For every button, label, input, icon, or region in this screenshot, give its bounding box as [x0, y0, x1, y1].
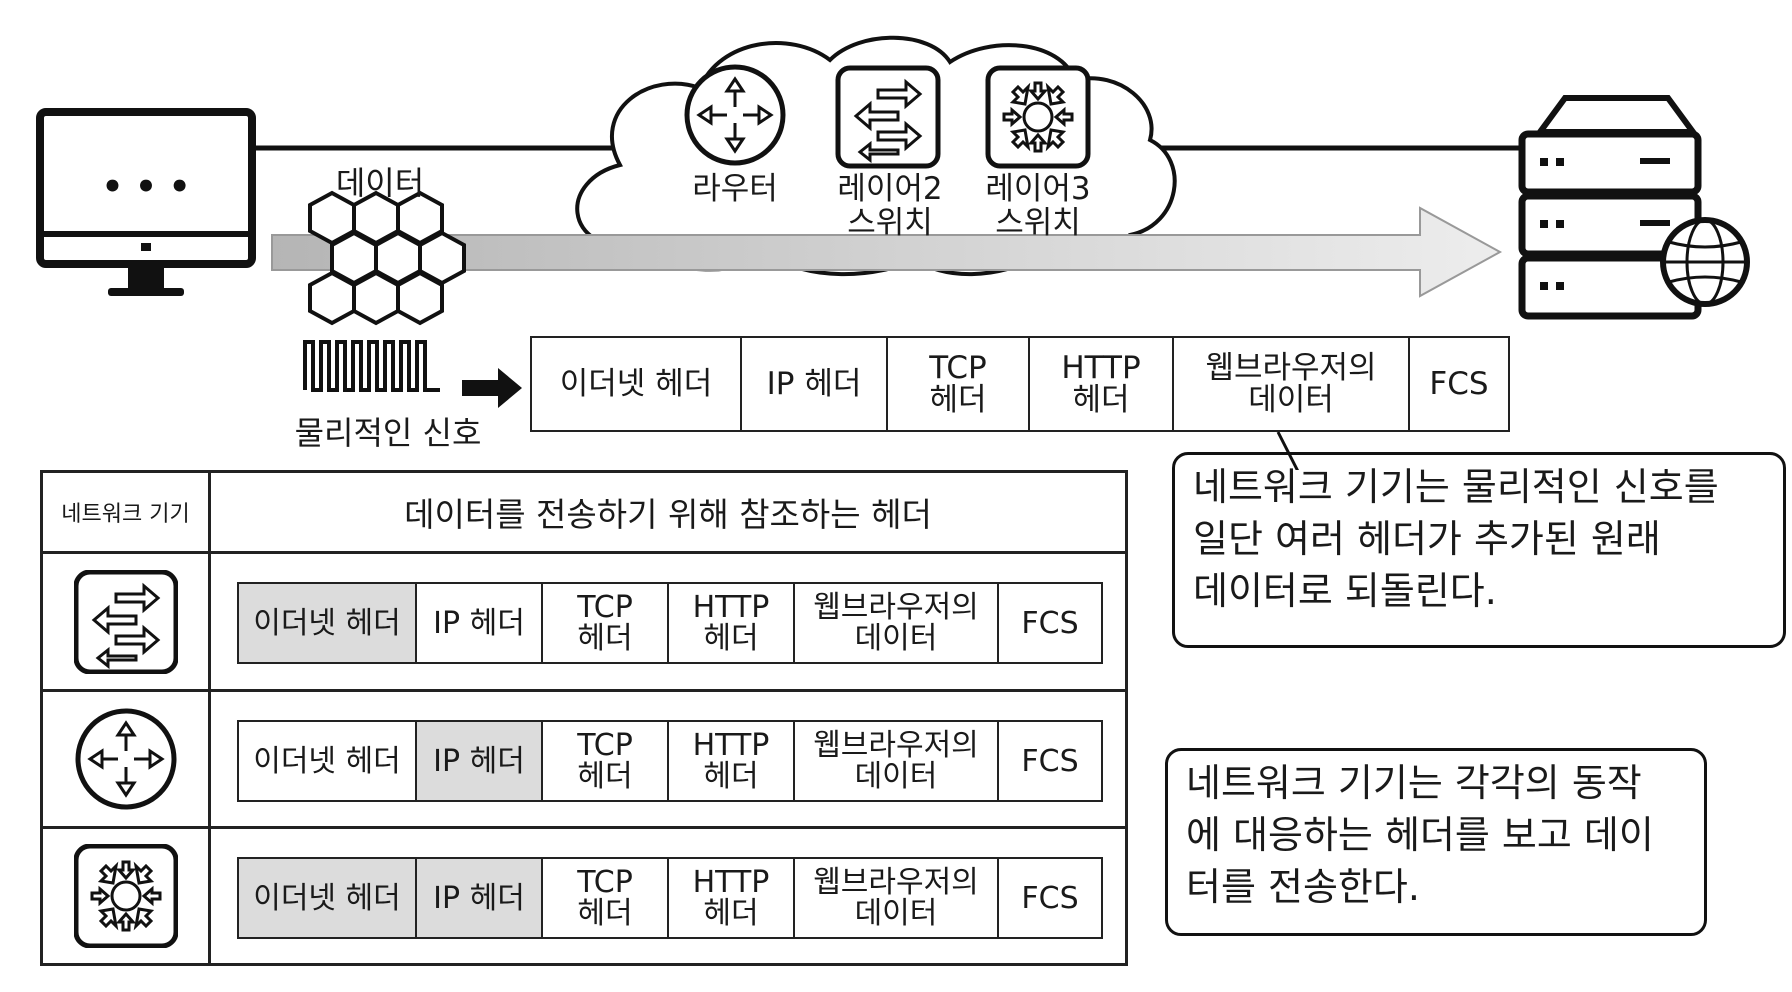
ip-header-highlight: IP 헤더	[417, 859, 543, 937]
packet-row: 이더넷 헤더 IP 헤더 TCP 헤더 HTTP 헤더 웹브라우저의 데이터 F…	[237, 857, 1103, 939]
header-reference-table: 네트워크 기기 데이터를 전송하기 위해 참조하는 헤더 이더넷 헤더 IP 헤…	[40, 470, 1128, 966]
ip-header-highlight: IP 헤더	[417, 722, 543, 800]
ip-header: IP 헤더	[417, 584, 543, 662]
packet-ip-header: IP 헤더	[742, 338, 888, 430]
monitor-dots: • • •	[102, 167, 191, 207]
table-row: 이더넷 헤더 IP 헤더 TCP 헤더 HTTP 헤더 웹브라우저의 데이터 F…	[43, 551, 1125, 689]
router-icon	[684, 64, 786, 166]
layer2-switch-icon	[73, 569, 178, 674]
physical-signal-label: 물리적인 신호	[294, 414, 482, 452]
callout-restore-headers: 네트워크 기기는 물리적인 신호를 일단 여러 헤더가 추가된 원래 데이터로 …	[1172, 452, 1786, 648]
ethernet-header: 이더넷 헤더	[239, 722, 417, 800]
http-header: HTTP 헤더	[669, 859, 795, 937]
layer3-switch-row-icon	[43, 829, 211, 963]
layer3-switch-label: 레이어3 스위치	[985, 171, 1091, 241]
tcp-header: TCP 헤더	[543, 859, 669, 937]
layer3-switch-icon	[73, 844, 178, 948]
browser-data: 웹브라우저의 데이터	[795, 722, 999, 800]
http-header: HTTP 헤더	[669, 584, 795, 662]
table-header-device: 네트워크 기기	[43, 473, 211, 551]
packet-row: 이더넷 헤더 IP 헤더 TCP 헤더 HTTP 헤더 웹브라우저의 데이터 F…	[237, 720, 1103, 802]
fcs: FCS	[1021, 605, 1079, 641]
layer2-switch-icon	[835, 65, 941, 169]
router-row-icon	[43, 692, 211, 826]
packet-fcs: FCS	[1429, 366, 1489, 402]
router-label: 라우터	[692, 171, 778, 207]
layer2-switch-label: 레이어2 스위치	[837, 171, 943, 241]
browser-data: 웹브라우저의 데이터	[795, 859, 999, 937]
router-icon	[75, 708, 176, 810]
packet-structure: 이더넷 헤더 IP 헤더 TCP 헤더 HTTP 헤더 웹브라우저의 데이터 F…	[530, 336, 1510, 432]
packet-ethernet-header: 이더넷 헤더	[532, 338, 742, 430]
ethernet-header: 이더넷 헤더	[239, 859, 417, 937]
layer3-switch-icon	[985, 65, 1091, 169]
monitor-icon	[36, 108, 256, 296]
globe-icon	[1660, 217, 1750, 307]
network-diagram: • • •	[36, 35, 1750, 470]
physical-signal-icon	[303, 340, 440, 392]
tcp-header: TCP 헤더	[543, 584, 669, 662]
server-icon	[1518, 95, 1702, 320]
packet-http-header: HTTP 헤더	[1030, 338, 1174, 430]
table-header-headers: 데이터를 전송하기 위해 참조하는 헤더	[404, 495, 932, 534]
ethernet-header-highlight: 이더넷 헤더	[239, 584, 417, 662]
packet-row: 이더넷 헤더 IP 헤더 TCP 헤더 HTTP 헤더 웹브라우저의 데이터 F…	[237, 582, 1103, 664]
arrow-right-icon	[462, 368, 522, 408]
browser-data: 웹브라우저의 데이터	[795, 584, 999, 662]
fcs: FCS	[1021, 880, 1079, 916]
data-cubes-icon	[308, 190, 466, 326]
tcp-header: TCP 헤더	[543, 722, 669, 800]
packet-tcp-header: TCP 헤더	[888, 338, 1030, 430]
table-row: 이더넷 헤더 IP 헤더 TCP 헤더 HTTP 헤더 웹브라우저의 데이터 F…	[43, 689, 1125, 826]
data-label: 데이터	[335, 164, 425, 202]
packet-browser-data: 웹브라우저의 데이터	[1174, 338, 1410, 430]
http-header: HTTP 헤더	[669, 722, 795, 800]
table-row: 이더넷 헤더 IP 헤더 TCP 헤더 HTTP 헤더 웹브라우저의 데이터 F…	[43, 826, 1125, 963]
callout-forward-by-header: 네트워크 기기는 각각의 동작 에 대응하는 헤더를 보고 데이 터를 전송한다…	[1165, 748, 1707, 936]
fcs: FCS	[1021, 743, 1079, 779]
layer2-switch-row-icon	[43, 554, 211, 689]
